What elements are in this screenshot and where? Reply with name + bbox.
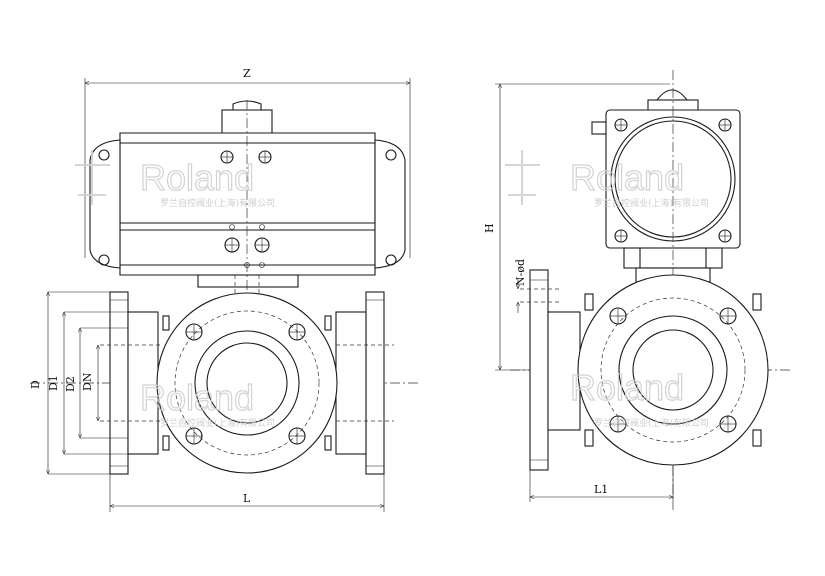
actuator-end-cap-left <box>89 139 121 269</box>
watermark-company: 罗兰自控阀业(上海)有限公司 <box>160 197 275 209</box>
watermark-brand-lower: Roland <box>140 377 254 418</box>
mounting-bracket <box>197 274 299 288</box>
bolt-icon <box>719 415 737 433</box>
bolt-icon <box>719 307 737 325</box>
right-flange <box>365 291 385 475</box>
bolt-icon <box>185 323 203 341</box>
bolt-icon <box>614 118 628 132</box>
l-label: L <box>243 492 251 505</box>
watermark-brand-lower-right: Roland <box>570 367 684 408</box>
bolt-icon <box>288 427 306 445</box>
actuator-indicator-side <box>655 89 689 101</box>
z-label: Z <box>243 67 251 80</box>
actuator-end-cap-right <box>374 139 406 269</box>
bolt-icon <box>609 307 627 325</box>
dn-label: DN <box>81 372 94 391</box>
side-view: H <box>483 70 790 510</box>
watermark-logo-icon <box>505 150 540 205</box>
watermark: Roland 罗兰自控阀业(上海)有限公司 Roland 罗兰自控阀业(上海)有… <box>75 150 709 429</box>
front-view: Z <box>29 67 420 512</box>
watermark-brand: Roland <box>140 157 254 198</box>
right-hub <box>335 311 367 455</box>
bolt-icon <box>718 118 732 132</box>
watermark-logo-icon <box>75 150 110 205</box>
bolt-icon <box>614 229 628 243</box>
l1-label: L1 <box>594 483 608 496</box>
d2-label: D2 <box>64 376 77 392</box>
watermark-company-lower: 罗兰自控阀业(上海)有限公司 <box>160 417 275 429</box>
bolt-icon <box>609 415 627 433</box>
bolt-icon <box>288 323 306 341</box>
watermark-company-right: 罗兰自控阀业(上海)有限公司 <box>594 197 709 209</box>
bore <box>206 342 288 424</box>
watermark-brand-right: Roland <box>570 157 684 198</box>
side-port-hub <box>547 311 581 431</box>
watermark-company-lower-right: 罗兰自控阀业(上海)有限公司 <box>594 417 709 429</box>
nd-label: N-ød <box>514 259 527 286</box>
bolt-icon <box>185 427 203 445</box>
d1-label: D1 <box>47 375 60 391</box>
side-port-flange <box>529 269 549 471</box>
left-flange <box>109 291 129 475</box>
bolt-icon <box>718 229 732 243</box>
d-label: D <box>29 380 42 389</box>
h-label: H <box>483 223 496 233</box>
